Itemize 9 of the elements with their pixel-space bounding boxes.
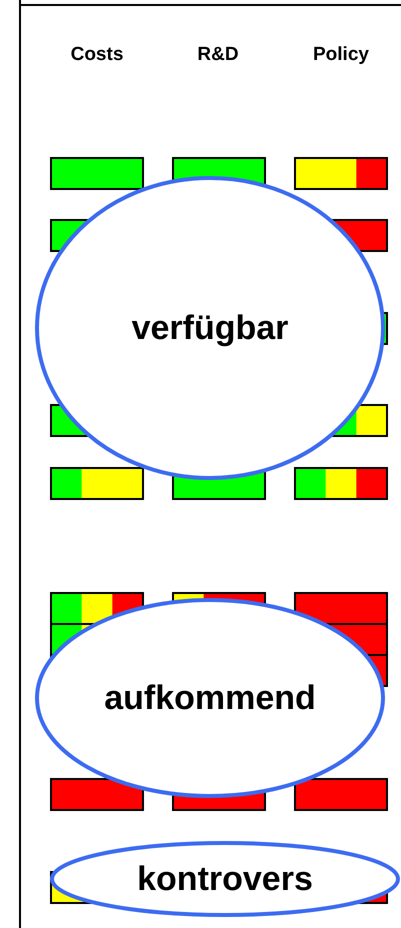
ellipse-node — [35, 176, 385, 480]
ellipse-node — [35, 598, 385, 798]
node-label: aufkommend — [104, 678, 316, 718]
node-label: verfügbar — [132, 308, 288, 348]
node-label: kontrovers — [137, 860, 313, 898]
column-header: Costs — [70, 44, 124, 66]
column-header: R&D — [196, 44, 240, 66]
ellipse-node — [50, 841, 400, 917]
column-header: Policy — [312, 44, 370, 66]
